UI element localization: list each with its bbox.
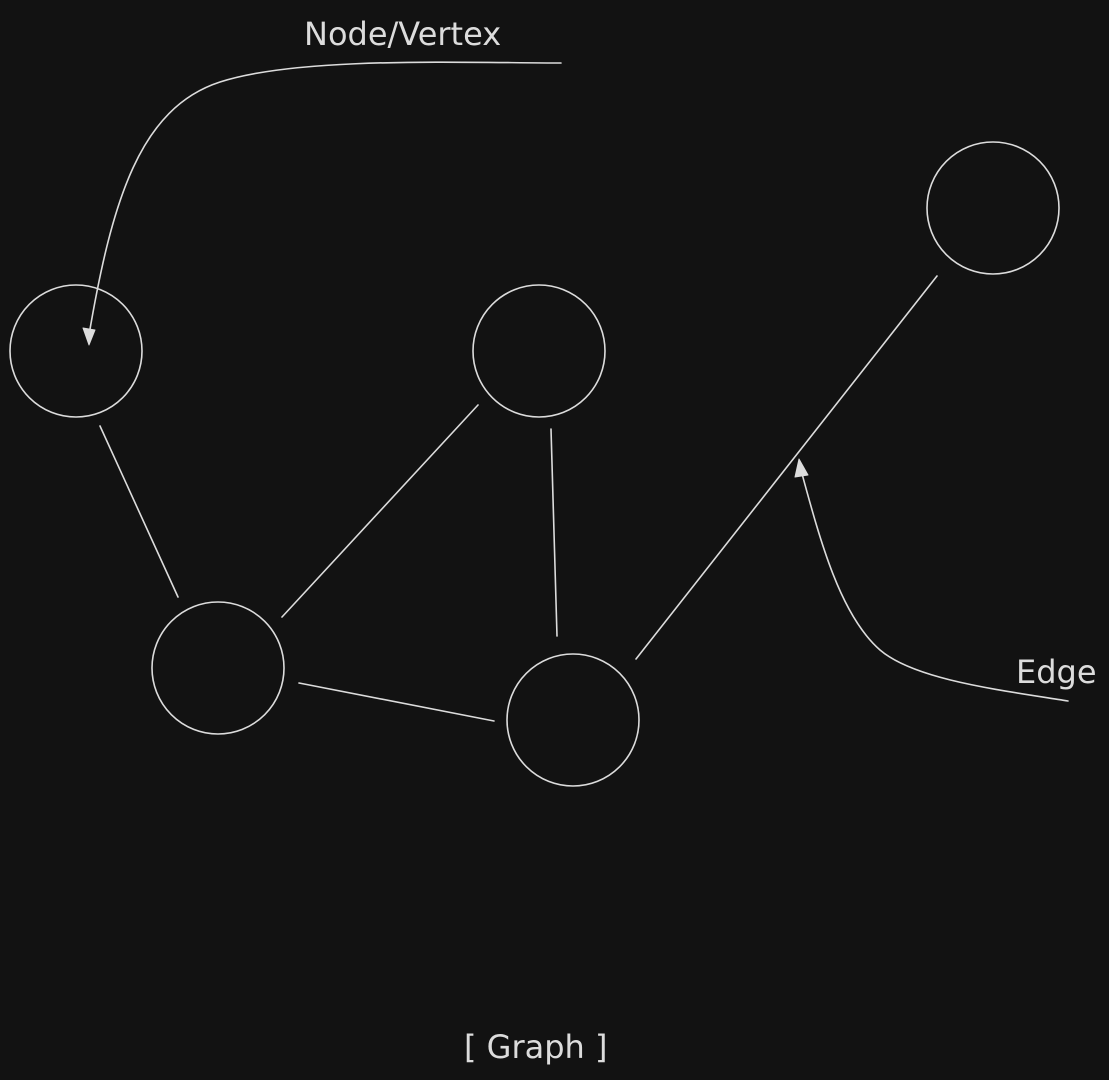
edge-bottom-center-to-top-right: [635, 275, 938, 660]
node-annotation-arrowhead: [82, 327, 96, 346]
node-bottom-center: [506, 653, 640, 787]
node-bottom-left: [151, 601, 285, 735]
node-annotation-label: Node/Vertex: [304, 15, 501, 53]
edge-annotation-arrow: [800, 469, 1069, 702]
edge-left-to-bottom-left: [99, 425, 179, 598]
edge-bottom-left-to-bottom-center: [298, 682, 495, 722]
edge-annotation-label: Edge: [1016, 653, 1097, 691]
edge-annotation-arrowhead: [794, 458, 809, 478]
edge-bottom-left-to-middle-top: [281, 404, 479, 618]
node-left: [9, 284, 143, 418]
node-middle-top: [472, 284, 606, 418]
edge-middle-top-to-bottom-center: [550, 428, 558, 637]
graph-caption: [ Graph ]: [464, 1028, 607, 1066]
node-top-right: [926, 141, 1060, 275]
node-annotation-arrow: [88, 61, 562, 336]
